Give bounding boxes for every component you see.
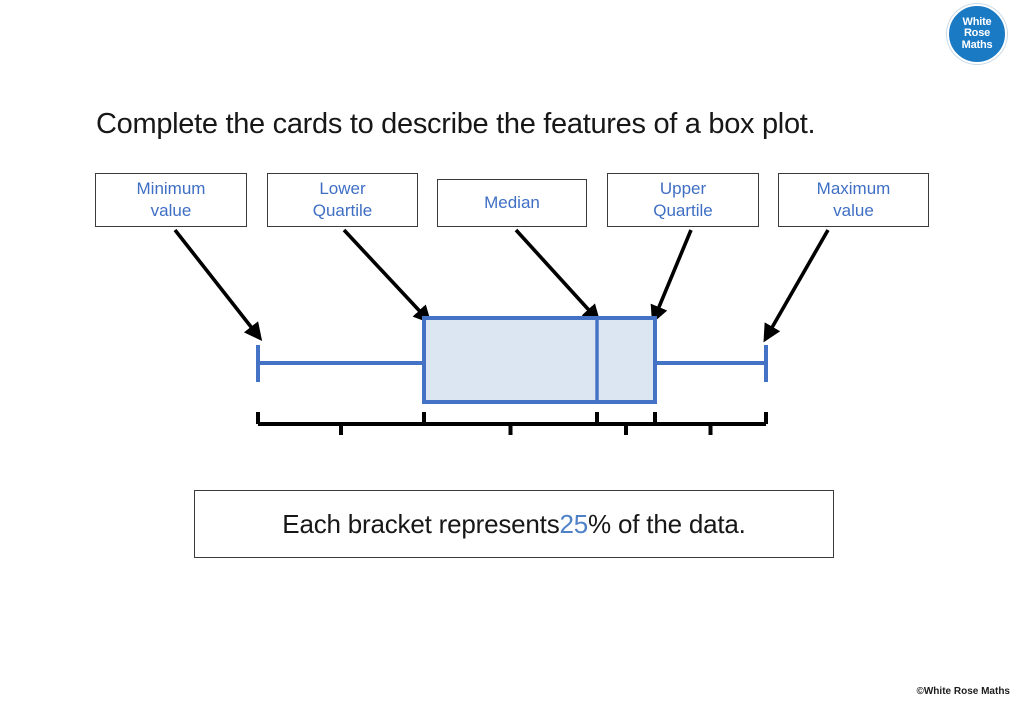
logo-line-1: White xyxy=(962,16,992,29)
card-median[interactable]: Median xyxy=(437,179,587,227)
box-plot-group xyxy=(256,316,768,404)
logo-line-3: Maths xyxy=(961,38,993,51)
card-lower-quartile[interactable]: Lower Quartile xyxy=(267,173,418,227)
card-lower-quartile-line1: Lower xyxy=(319,179,366,199)
arrow-lower-quartile xyxy=(342,228,432,324)
card-minimum-value[interactable]: Minimum value xyxy=(95,173,247,227)
bracket-scale xyxy=(256,412,768,435)
statement-accent-value: 25 xyxy=(559,508,589,539)
arrow-minimum-value xyxy=(173,228,263,341)
copyright-footer: ©White Rose Maths xyxy=(916,686,1011,697)
white-rose-maths-logo: White Rose Maths xyxy=(947,4,1007,64)
card-upper-quartile-line2: Quartile xyxy=(653,201,713,220)
card-median-line1: Median xyxy=(484,193,540,213)
card-minimum-value-line2: value xyxy=(150,201,192,220)
statement-box: Each bracket represents 25% of the data. xyxy=(194,490,834,558)
statement-suffix: % of the data. xyxy=(588,508,746,539)
statement-prefix: Each bracket represents xyxy=(282,508,560,539)
logo-line-2: Rose xyxy=(963,27,991,40)
arrows-group xyxy=(173,228,830,343)
box-iqr xyxy=(422,316,657,404)
arrow-maximum-value xyxy=(763,229,830,343)
card-maximum-value-line2: value xyxy=(833,201,874,220)
card-lower-quartile-line2: Quartile xyxy=(312,201,373,220)
arrow-upper-quartile xyxy=(650,229,693,324)
card-upper-quartile-line1: Upper xyxy=(659,179,707,199)
card-upper-quartile[interactable]: Upper Quartile xyxy=(607,173,759,227)
card-maximum-value-line1: Maximum xyxy=(816,179,891,199)
arrow-median xyxy=(514,228,601,323)
card-maximum-value[interactable]: Maximum value xyxy=(778,173,929,227)
page-title: Complete the cards to describe the featu… xyxy=(96,108,816,140)
card-minimum-value-line1: Minimum xyxy=(136,179,206,199)
